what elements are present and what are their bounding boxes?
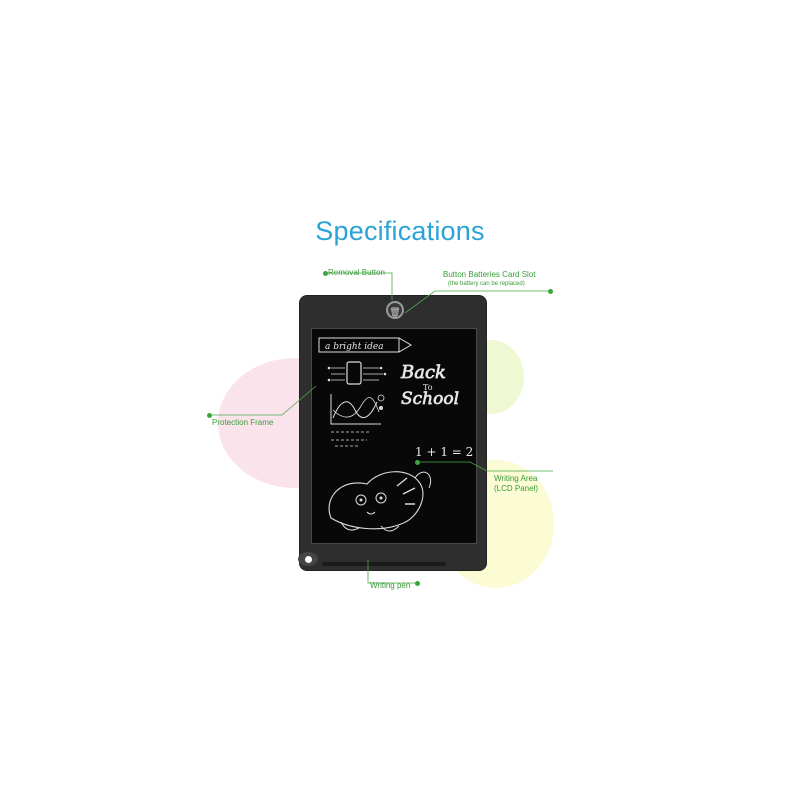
to-text: To xyxy=(423,383,433,392)
lcd-panel-label: (LCD Panel) xyxy=(494,484,539,493)
tablet-circuit-drawing xyxy=(327,361,387,385)
protection-frame-label: Protection Frame xyxy=(212,418,274,427)
page-title: Specifications xyxy=(315,216,485,246)
removal-button-label: Removal Button xyxy=(328,268,385,277)
protection-frame-leader xyxy=(211,385,317,416)
pencil-drawing: a bright idea xyxy=(318,337,412,353)
pencil-text: a bright idea xyxy=(325,342,384,352)
battery-slot-dot xyxy=(548,289,553,294)
battery-note-label: (the battery can be replaced) xyxy=(448,281,525,287)
battery-slot-leader xyxy=(404,290,551,314)
school-text: School xyxy=(401,389,459,409)
writing-pen-leader xyxy=(367,560,418,584)
screen-drawings: a bright idea Back To School 1 + 1 = 2 xyxy=(318,337,473,532)
writing-pen-label: Writing pen xyxy=(370,581,411,590)
lcd-screen xyxy=(311,328,477,544)
back-text: Back xyxy=(400,362,446,383)
writing-pen[interactable] xyxy=(322,562,446,566)
battery-slot-label: Button Batteries Card Slot xyxy=(443,270,536,279)
protection-frame-dot xyxy=(207,413,212,418)
wave-graph-drawing xyxy=(330,394,385,425)
pen-hole xyxy=(305,556,312,563)
writing-pen-dot xyxy=(415,581,420,586)
equation-text: 1 + 1 = 2 xyxy=(415,445,473,459)
removal-button-dot xyxy=(323,271,328,276)
trash-icon[interactable]: 🗑 xyxy=(386,301,404,319)
writing-area-leader xyxy=(418,461,553,472)
back-to-school-drawing: Back To School xyxy=(400,362,460,410)
writing-area-dot xyxy=(415,460,420,465)
cat-doodle-drawing xyxy=(328,471,431,532)
removal-button-leader xyxy=(326,272,393,300)
scribble-notes-drawing xyxy=(331,431,371,447)
writing-area-label: Writing Area xyxy=(494,474,538,483)
